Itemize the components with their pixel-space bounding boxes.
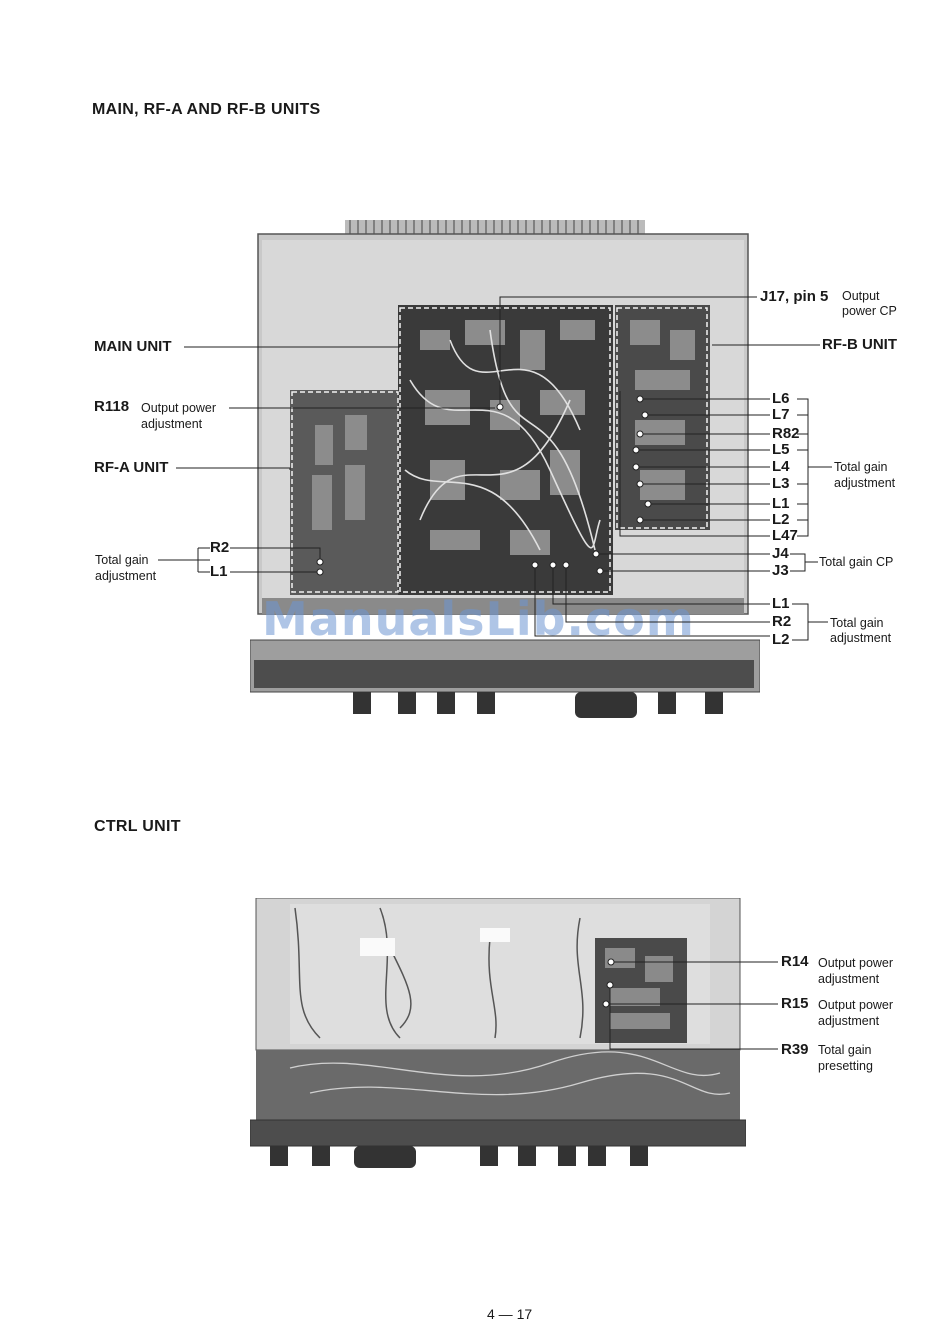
page-number: 4 — 17 [487,1306,533,1322]
callout-j17-desc-2: power CP [842,304,897,318]
callout-bottom-r2: R2 [772,613,792,630]
callout-right-l47: L47 [772,527,798,544]
callout-bottom-l1: L1 [772,595,790,612]
callout-cp-desc: Total gain CP [819,555,894,569]
callout-r118-desc-2: adjustment [141,417,203,431]
callout-r14: R14 [781,953,809,970]
callout-j4: J4 [772,545,789,562]
callout-right-l3: L3 [772,475,790,492]
watermark: ManualsLib.com [262,592,695,646]
callout-right-l6: L6 [772,390,790,407]
callout-r14-desc-2: adjustment [818,972,880,986]
callout-right-r82: R82 [772,425,800,442]
callout-r39: R39 [781,1041,809,1058]
callout-bottom-l2: L2 [772,631,790,648]
callout-j17: J17, pin 5 [760,288,829,305]
callout-rfa-unit: RF-A UNIT [94,459,169,476]
callout-r118-desc-1: Output power [141,401,217,415]
callout-r39-desc-2: presetting [818,1059,873,1073]
callout-r15: R15 [781,995,809,1012]
callout-left-r2: R2 [210,539,230,556]
callout-r15-desc-1: Output power [818,998,894,1012]
callout-right-l1: L1 [772,495,790,512]
section-heading-main: MAIN, RF-A AND RF-B UNITS [92,101,321,118]
callout-left-l1: L1 [210,563,228,580]
callout-right-desc-2: adjustment [834,476,896,490]
callout-left-desc-1: Total gain [95,553,149,567]
callout-r39-desc-1: Total gain [818,1043,872,1057]
callout-r14-desc-1: Output power [818,956,894,970]
callout-main-unit: MAIN UNIT [94,338,172,355]
callout-right-l4: L4 [772,458,790,475]
ctrl-chassis-photo [250,898,746,1168]
callout-right-l5: L5 [772,441,790,458]
callout-left-desc-2: adjustment [95,569,157,583]
callout-bottom-desc-1: Total gain [830,616,884,630]
callout-r15-desc-2: adjustment [818,1014,880,1028]
callout-j3: J3 [772,562,789,579]
callout-right-l7: L7 [772,406,790,423]
callout-rfb-unit: RF-B UNIT [822,336,897,353]
section-heading-ctrl: CTRL UNIT [94,818,181,835]
callout-bottom-desc-2: adjustment [830,631,892,645]
callout-j17-desc-1: Output [842,289,880,303]
main-chassis-photo [250,220,760,718]
callout-r118: R118 [94,398,130,415]
callout-right-l2: L2 [772,511,790,528]
callout-right-desc-1: Total gain [834,460,888,474]
